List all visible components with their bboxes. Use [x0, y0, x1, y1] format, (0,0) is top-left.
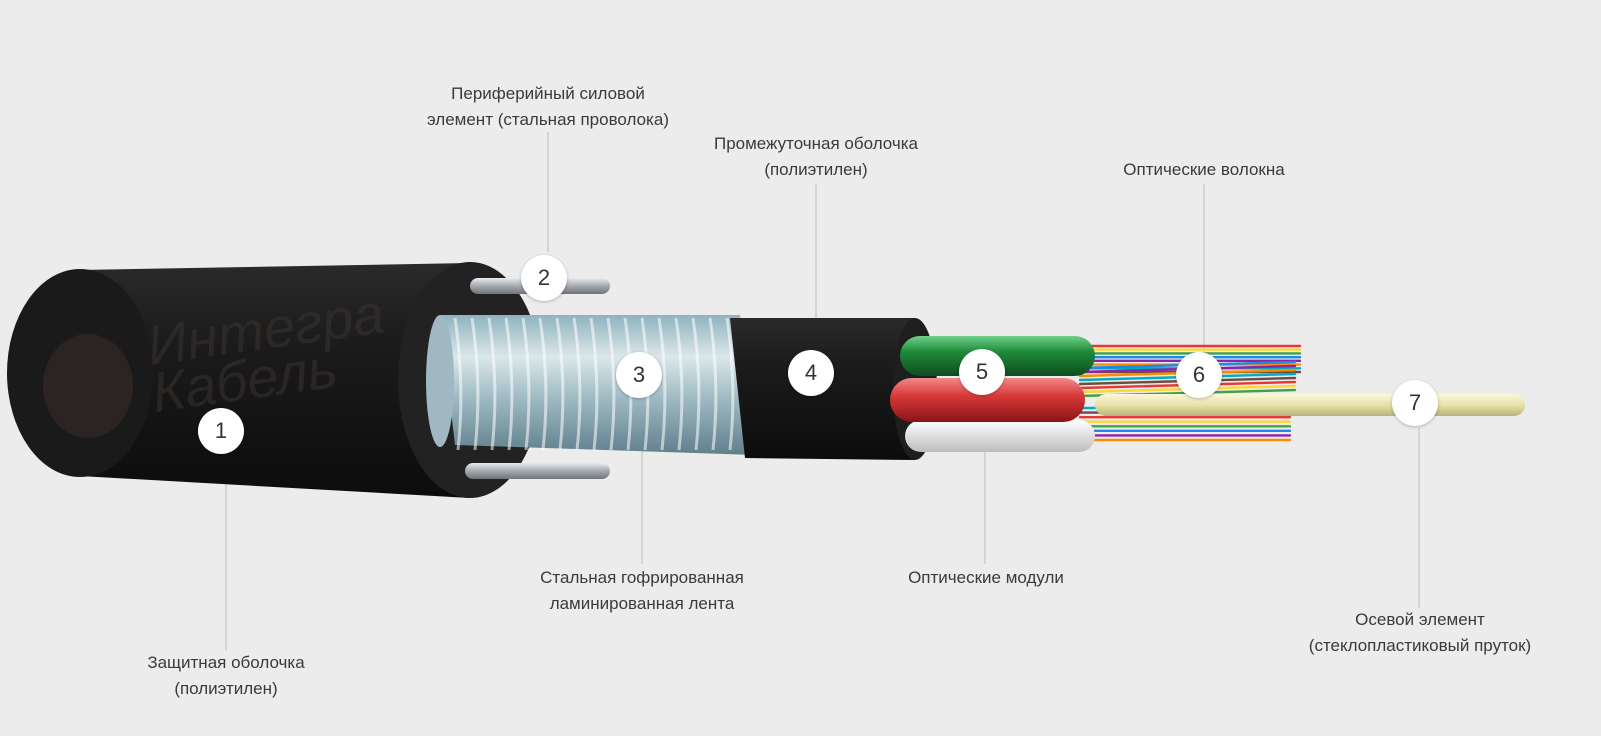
tape-rib	[470, 317, 480, 451]
label-outer-sheath: Защитная оболочка (полиэтилен)	[126, 650, 326, 702]
label-2-line1: Периферийный силовой	[451, 84, 645, 103]
tape-rib	[538, 317, 548, 451]
badge-6: 6	[1176, 352, 1222, 398]
tape-rib	[657, 317, 667, 451]
label-4-line1: Промежуточная оболочка	[713, 134, 919, 153]
label-1-line1: Защитная оболочка	[147, 653, 305, 672]
tape-rib	[453, 317, 463, 451]
label-7-line1: Осевой элемент	[1355, 610, 1485, 629]
label-intermediate-sheath: Промежуточная оболочка (полиэтилен)	[686, 131, 946, 183]
central-member	[1095, 394, 1525, 416]
label-2-line2: элемент (стальная проволока)	[426, 110, 669, 129]
tape-rib	[725, 317, 735, 451]
tape-rib	[504, 317, 514, 451]
label-central-member: Осевой элемент (стеклопластиковый пруток…	[1282, 607, 1558, 659]
label-optical-fibers: Оптические волокна	[1094, 157, 1314, 183]
badge-1: 1	[198, 408, 244, 454]
label-optical-modules: Оптические модули	[876, 565, 1096, 591]
tape-rib	[589, 317, 599, 451]
label-6-line1: Оптические волокна	[1123, 160, 1285, 179]
label-4-line2: (полиэтилен)	[764, 160, 868, 179]
tape-rib	[572, 317, 582, 451]
label-3-line1: Стальная гофрированная	[540, 568, 744, 587]
badge-4: 4	[788, 350, 834, 396]
tape-rib	[487, 317, 497, 451]
tape-rib	[708, 317, 718, 451]
label-1-line2: (полиэтилен)	[174, 679, 278, 698]
label-7-line2: (стеклопластиковый пруток)	[1308, 636, 1532, 655]
corrugated-steel-tape	[426, 315, 755, 455]
label-steel-tape: Стальная гофрированная ламинированная ле…	[512, 565, 772, 617]
tape-rib	[555, 317, 565, 451]
badge-7: 7	[1392, 380, 1438, 426]
label-3-line2: ламинированная лента	[549, 594, 735, 613]
logo-mark-icon	[43, 334, 133, 438]
tape-rib	[691, 317, 701, 451]
badge-3: 3	[616, 352, 662, 398]
badge-5: 5	[959, 349, 1005, 395]
label-steel-wire: Периферийный силовой элемент (стальная п…	[398, 81, 698, 133]
tape-rib	[521, 317, 531, 451]
tape-rib	[674, 317, 684, 451]
badge-2: 2	[521, 255, 567, 301]
label-5-line1: Оптические модули	[908, 568, 1064, 587]
tape-rib	[606, 317, 616, 451]
